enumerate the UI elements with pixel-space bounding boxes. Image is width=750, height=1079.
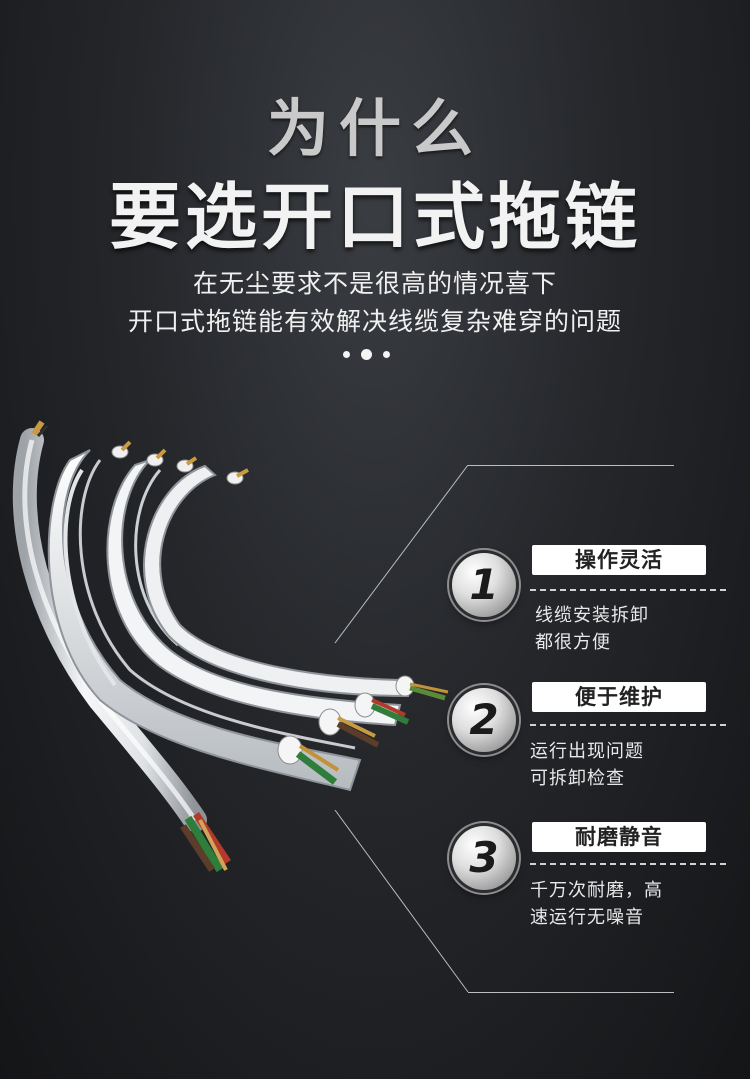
dot-icon <box>383 351 390 358</box>
wire-bundle-bottom <box>180 812 231 873</box>
feature-2-desc: 运行出现问题 可拆卸检查 <box>530 738 644 792</box>
page-title-line1: 为什么 <box>266 92 483 165</box>
cable-drag-chain-illustration <box>12 420 449 873</box>
tube-ends-top <box>111 440 249 485</box>
tube-ends-right <box>277 675 449 785</box>
bracket-top-line <box>468 465 674 466</box>
bracket-bottom-diagonal <box>334 810 469 993</box>
subtitle-line1: 在无尘要求不是很高的情况喜下 <box>192 269 557 298</box>
feature-3-desc-line2: 速运行无噪音 <box>530 907 644 928</box>
feature-2-label: 便于维护 <box>532 682 706 712</box>
feature-1-desc: 线缆安装拆卸 都很方便 <box>535 602 649 656</box>
feature-3-desc-line1: 千万次耐磨，高 <box>530 880 663 901</box>
page-title-line2: 要选开口式拖链 <box>108 175 641 259</box>
feature-2-desc-line1: 运行出现问题 <box>530 741 644 762</box>
feature-1-divider <box>530 589 726 591</box>
feature-1-desc-line2: 都很方便 <box>535 632 611 653</box>
bracket-top-diagonal <box>334 465 469 644</box>
dot-icon <box>343 351 350 358</box>
feature-3-label: 耐磨静音 <box>532 822 706 852</box>
feature-2-divider <box>530 724 726 726</box>
feature-3-number-badge: 3 <box>452 826 516 890</box>
feature-1-label: 操作灵活 <box>532 545 706 575</box>
feature-2-desc-line2: 可拆卸检查 <box>530 768 625 789</box>
feature-3-divider <box>530 863 726 865</box>
feature-2-number-badge: 2 <box>452 688 516 752</box>
subtitle-line2: 开口式拖链能有效解决线缆复杂难穿的问题 <box>127 307 622 336</box>
feature-3-desc: 千万次耐磨，高 速运行无噪音 <box>530 877 663 931</box>
dot-icon <box>361 349 372 360</box>
feature-1-desc-line1: 线缆安装拆卸 <box>535 605 649 626</box>
feature-1-number-badge: 1 <box>452 553 516 617</box>
bracket-bottom-line <box>468 992 674 993</box>
decorative-dots <box>343 348 403 362</box>
